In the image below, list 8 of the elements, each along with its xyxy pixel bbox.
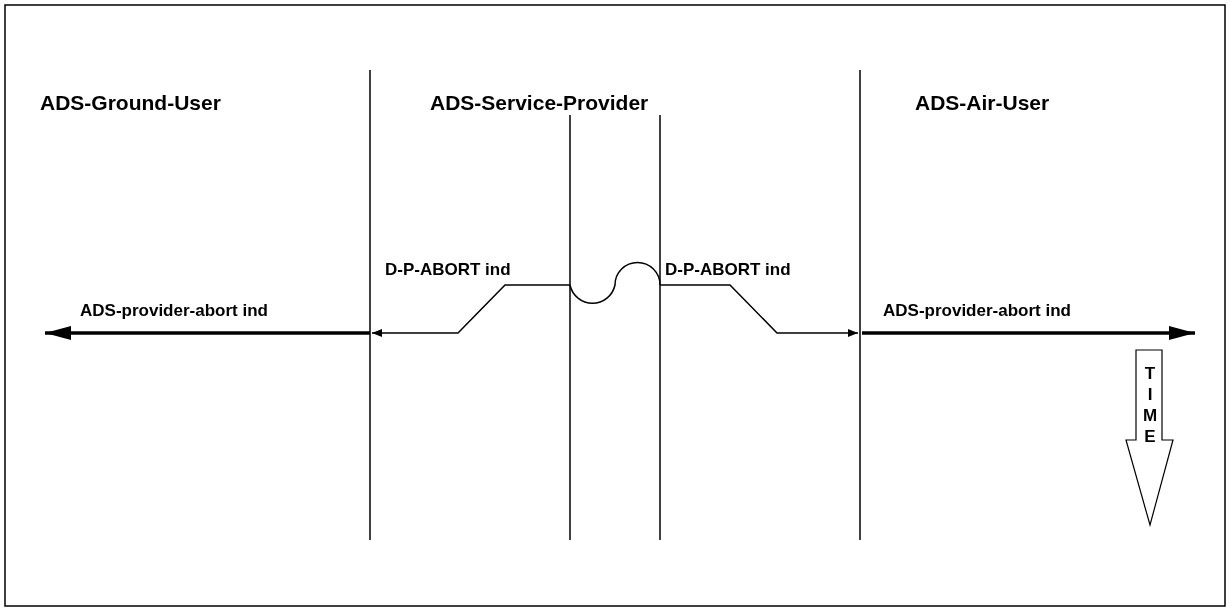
message-label: D-P-ABORT ind [385,261,511,280]
column-heading: ADS-Air-User [915,91,1050,115]
column-heading: ADS-Service-Provider [430,91,649,115]
message-label: ADS-provider-abort ind [883,302,1071,321]
time-label: TIME [1143,363,1157,447]
column-heading: ADS-Ground-User [40,91,221,115]
message-label: ADS-provider-abort ind [80,302,268,321]
message-label: D-P-ABORT ind [665,261,791,280]
